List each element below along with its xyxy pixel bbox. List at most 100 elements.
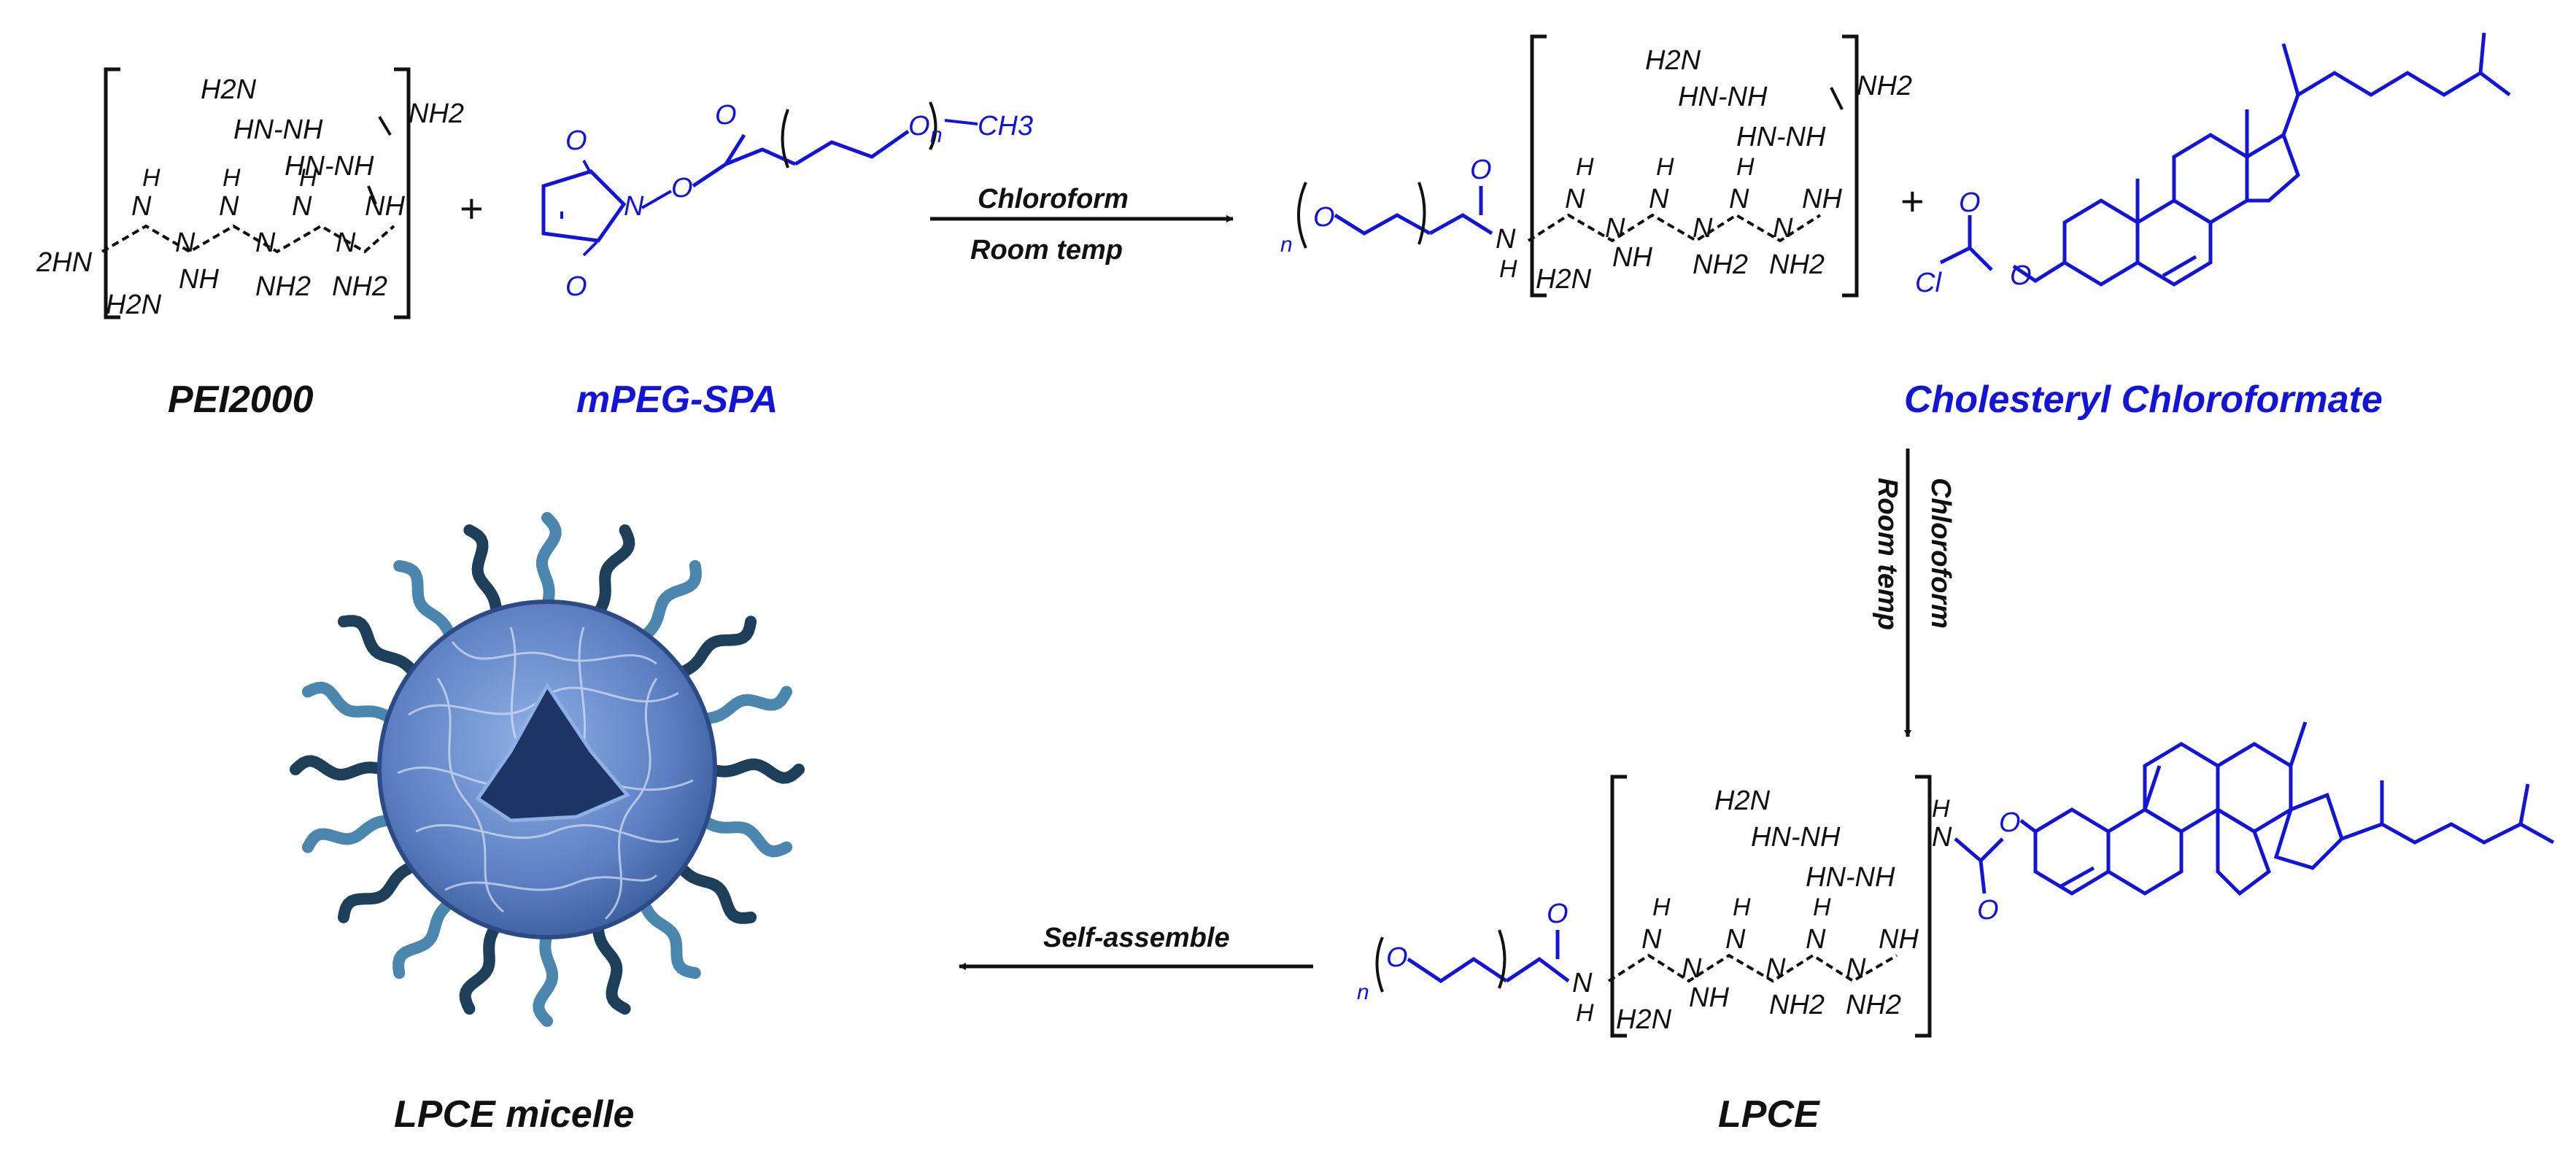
- int-nh2-bottom-1: NH2: [1693, 249, 1748, 280]
- pei-n5: N: [292, 191, 312, 222]
- step1-condition: Room temp: [970, 235, 1123, 265]
- micelle-tail: [536, 512, 562, 618]
- mpeg-pei-intermediate: n O O N H N N N N N N NH H H H H2N NH NH…: [1280, 34, 1912, 298]
- step3-process: Self-assemble: [1043, 923, 1230, 953]
- pei2000-label: PEI2000: [168, 379, 314, 421]
- pei-n1: N: [131, 191, 152, 222]
- lpce-nh-bottom: NH: [1689, 982, 1729, 1013]
- lpce-n5: N: [1806, 924, 1826, 955]
- pei-nh-bottom: NH: [179, 264, 219, 295]
- pei-n6: N: [336, 228, 356, 258]
- int-n6: N: [1773, 213, 1793, 244]
- pei-nh2-bottom-2: NH2: [332, 271, 387, 302]
- step2-condition: Room temp: [1872, 478, 1903, 630]
- mpeg-o-peg: O: [908, 111, 930, 141]
- lpce-h1: H: [1652, 893, 1671, 921]
- micelle-tail: [459, 912, 505, 1015]
- lpce-h2n-bottom: H2N: [1616, 1004, 1672, 1035]
- int-h2n-bottom: H2N: [1536, 264, 1592, 295]
- int-n-amide: N: [1496, 224, 1516, 255]
- micelle-label: LPCE micelle: [394, 1093, 634, 1136]
- mpeg-n-sub: n: [930, 123, 943, 147]
- cholesteryl-label: Cholesteryl Chloroformate: [1904, 379, 2383, 421]
- mpeg-o-carbonyl: O: [715, 100, 737, 131]
- lpce-n3: N: [1725, 924, 1746, 955]
- lpce-label: LPCE: [1718, 1093, 1820, 1136]
- pei-h2n-bottom: H2N: [106, 290, 162, 320]
- lpce-n4: N: [1765, 953, 1786, 984]
- micelle-tail: [668, 616, 757, 683]
- lpce-structure: n O O N H N N N N N N NH H H H H2N NH NH…: [1357, 721, 2555, 1038]
- micelle-tail: [533, 920, 558, 1027]
- int-n5: N: [1729, 184, 1749, 214]
- lpce-nh2-bottom-1: NH2: [1769, 990, 1825, 1020]
- bracket-right: [394, 67, 411, 319]
- int-nh2-bottom-2: NH2: [1769, 249, 1825, 280]
- int-h1: H: [1576, 153, 1594, 181]
- lpce-h-amide: H: [1576, 999, 1594, 1027]
- int-n-sub: n: [1280, 233, 1293, 257]
- int-hn-nh-mid: HN-NH: [1736, 122, 1826, 152]
- pei-h2n-top: H2N: [201, 74, 257, 105]
- pei-h1: H: [142, 164, 160, 192]
- chol-cl: Cl: [1915, 268, 1942, 298]
- int-h2: H: [1656, 153, 1674, 181]
- int-hn-nh-top: HN-NH: [1678, 82, 1768, 112]
- pei-h3: H: [299, 164, 317, 192]
- micelle-tail: [698, 759, 805, 784]
- lpce-n1: N: [1641, 924, 1662, 955]
- plus-sign-1: +: [460, 185, 484, 231]
- int-o-peg: O: [1313, 202, 1335, 233]
- lpce-n2: N: [1682, 953, 1702, 984]
- reaction-arrow-1: Chloroform Room temp: [930, 184, 1234, 265]
- lpce-n-carbamate: N: [1932, 822, 1952, 853]
- pei-hn-nh-mid: HN-NH: [285, 151, 374, 182]
- micelle-tail: [301, 812, 404, 853]
- chol-o-carbonyl: O: [1959, 187, 1981, 218]
- pei-backbone: [101, 224, 395, 254]
- micelle-tail: [589, 524, 635, 627]
- lpce-n-sub: n: [1357, 980, 1369, 1004]
- micelle-cavity: [475, 682, 631, 823]
- bracket-left: [104, 67, 120, 319]
- mpeg-o-bottom: O: [565, 271, 587, 302]
- micelle-tail: [393, 559, 461, 649]
- pei-hn-nh-top: HN-NH: [233, 115, 323, 145]
- lpce-o-carbamate-ester: O: [1999, 807, 2021, 838]
- micelle-tail: [690, 686, 793, 727]
- lpce-h-carbamate: H: [1932, 795, 1950, 823]
- int-h3: H: [1736, 153, 1755, 181]
- micelle-tail: [337, 615, 427, 683]
- step1-solvent: Chloroform: [978, 184, 1129, 214]
- reaction-arrow-2: Chloroform Room temp: [1872, 449, 1956, 737]
- mpeg-o-top: O: [565, 125, 587, 156]
- chol-o-ester: O: [2010, 260, 2032, 291]
- int-n1: N: [1565, 184, 1585, 214]
- pei-end-group: 2HN: [36, 247, 93, 278]
- lpce-h3: H: [1813, 893, 1831, 921]
- mpeg-n: N: [624, 191, 644, 222]
- cholesteryl-chloroformate-structure: [1939, 32, 2511, 287]
- int-n4: N: [1693, 213, 1713, 244]
- int-o-amide: O: [1470, 155, 1492, 185]
- lpce-o-peg: O: [1386, 942, 1408, 973]
- pei-nh2-right: NH2: [409, 98, 464, 129]
- step2-solvent: Chloroform: [1925, 478, 1956, 629]
- int-nh-bottom: NH: [1612, 242, 1652, 273]
- pei-n2: N: [175, 228, 196, 258]
- int-n2: N: [1605, 213, 1625, 244]
- lpce-nh2-bottom-2: NH2: [1846, 990, 1901, 1020]
- lpce-micelle: [290, 512, 805, 1027]
- micelle-tail: [301, 681, 404, 727]
- micelle-tail: [589, 912, 631, 1015]
- pei-n3: N: [219, 191, 239, 222]
- mpeg-spa-label: mPEG-SPA: [576, 379, 778, 421]
- int-h-amide: H: [1499, 255, 1517, 283]
- lpce-h2: H: [1733, 893, 1751, 921]
- pei2000-structure: 2HN N N N N N N NH H H H H2N NH NH2 NH2 …: [36, 67, 464, 320]
- lpce-hn-nh-top: HN-NH: [1751, 822, 1841, 853]
- lpce-o-carbamate-c: O: [1977, 895, 1999, 926]
- int-nh2-right: NH2: [1857, 71, 1912, 101]
- micelle-tail: [633, 559, 702, 649]
